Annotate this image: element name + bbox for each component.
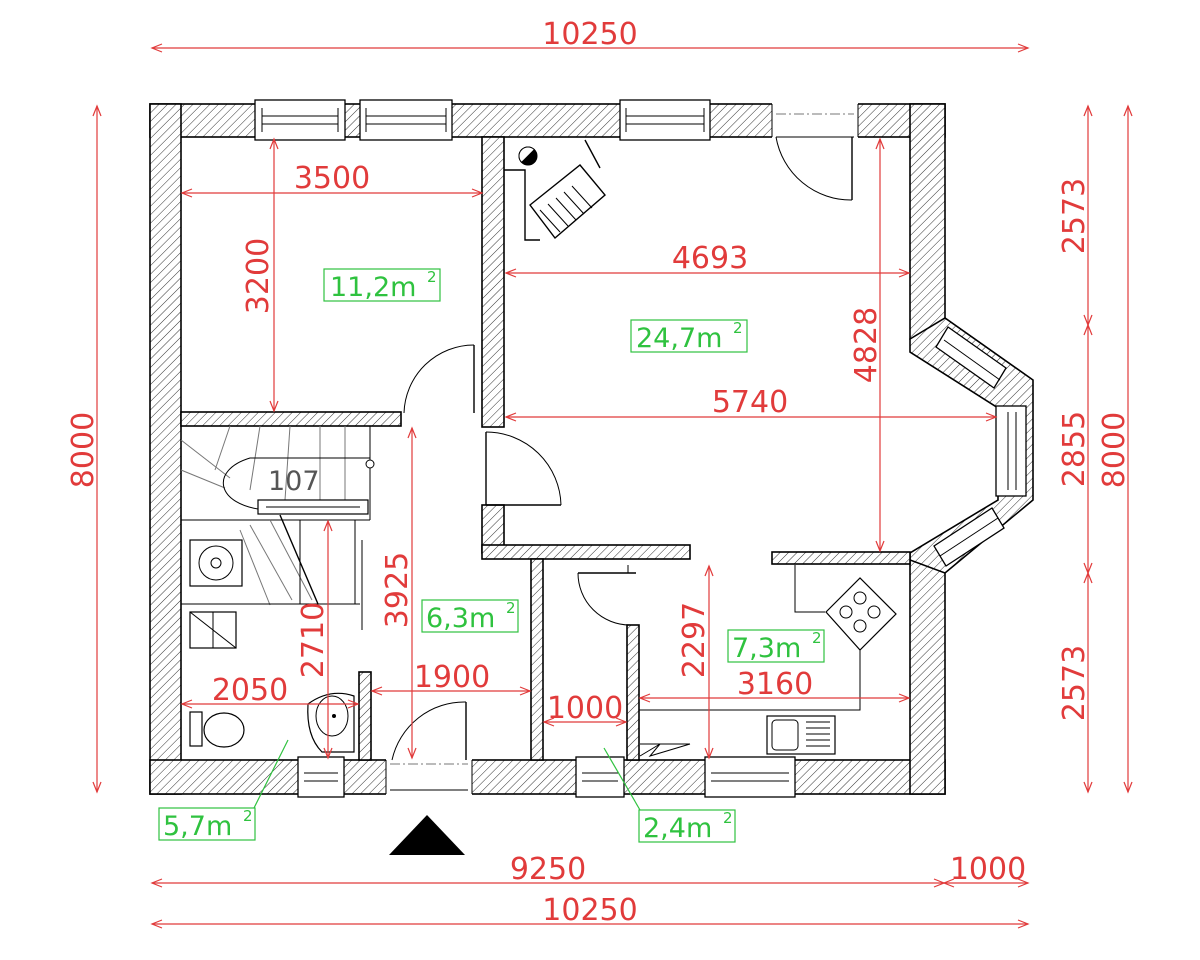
- dim-hall-length: 3925: [380, 552, 415, 628]
- wall-storage-kitchen: [626, 624, 640, 761]
- wall-living-south-right: [771, 551, 911, 565]
- dim-top-total: 10250: [542, 17, 637, 52]
- window-bay-bottom: [933, 507, 1005, 567]
- window-north-1: [254, 99, 346, 141]
- kitchen-sink: [766, 715, 836, 755]
- dim-right-middle: 2855: [1057, 411, 1092, 487]
- svg-text:2: 2: [243, 807, 253, 825]
- boiler: [189, 611, 237, 649]
- dim-kitchen-width: 3160: [737, 667, 813, 702]
- window-bay-top: [935, 326, 1007, 389]
- dim-storage-width: 1000: [547, 691, 623, 726]
- area-labels: 11,2m 2 24,7m 2 6,3m 2 7,3m 2 5,7m 2 2,4…: [158, 268, 825, 844]
- svg-text:5,7m: 5,7m: [163, 811, 232, 842]
- window-south-bath: [297, 756, 345, 798]
- washing-machine: [189, 539, 243, 587]
- svg-text:2: 2: [427, 268, 437, 286]
- walls: [149, 103, 1034, 795]
- dim-right-total: 8000: [1097, 412, 1132, 488]
- area-bath: 5,7m 2: [158, 739, 289, 842]
- dim-hall-width: 1900: [414, 660, 490, 695]
- wall-south: [149, 759, 946, 795]
- door-entrance: [385, 701, 473, 797]
- area-hall: 6,3m 2: [421, 599, 519, 634]
- dim-bottom-total: 10250: [542, 893, 637, 928]
- svg-text:6,3m: 6,3m: [426, 603, 495, 634]
- entrance-triangle-icon: [389, 815, 465, 855]
- dim-bottom-main: 9250: [510, 852, 586, 887]
- svg-text:2: 2: [812, 629, 822, 647]
- wall-nw-room-horizontal: [180, 411, 402, 427]
- staircase: [180, 425, 375, 630]
- wall-west: [149, 103, 182, 795]
- chimney-icon: [504, 139, 606, 241]
- wall-living-south-left: [481, 544, 691, 560]
- svg-text:11,2m: 11,2m: [330, 272, 416, 303]
- door-north: [771, 100, 859, 201]
- dim-left-total: 8000: [66, 412, 101, 488]
- door-living: [485, 431, 562, 506]
- svg-text:24,7m: 24,7m: [636, 323, 722, 354]
- svg-text:2: 2: [723, 809, 733, 827]
- dim-living-width-lower: 5740: [712, 385, 788, 420]
- dim-room-nw-depth: 3200: [241, 238, 276, 314]
- washbasin: [307, 692, 355, 753]
- dim-right-bottom: 2573: [1057, 645, 1092, 721]
- window-south-storage: [575, 756, 625, 798]
- svg-text:2: 2: [733, 319, 743, 337]
- svg-text:7,3m: 7,3m: [732, 633, 801, 664]
- toilet: [189, 711, 245, 748]
- dim-kitchen-depth: 2297: [677, 602, 712, 678]
- window-bay-middle: [995, 405, 1027, 497]
- area-storage: 2,4m 2: [603, 747, 736, 844]
- wall-east-lower: [909, 559, 946, 795]
- dim-room-nw-width: 3500: [294, 161, 370, 196]
- wall-bath-hall: [358, 671, 372, 761]
- area-living: 24,7m 2: [630, 319, 748, 354]
- dim-right-top: 2573: [1057, 178, 1092, 254]
- door-nw-room: [403, 344, 475, 414]
- window-south-kitchen: [704, 756, 796, 798]
- area-room-nw: 11,2m 2: [323, 268, 441, 303]
- window-north-2: [359, 99, 453, 141]
- dim-bath-width: 2050: [212, 673, 288, 708]
- fixtures: [180, 139, 897, 757]
- dim-living-width-upper: 4693: [672, 241, 748, 276]
- dim-bottom-bay: 1000: [950, 852, 1026, 887]
- dim-bath-length: 2710: [296, 602, 331, 678]
- area-kitchen: 7,3m 2: [727, 629, 825, 664]
- window-north-3: [619, 99, 711, 141]
- dim-living-depth: 4828: [849, 307, 884, 383]
- cellar-stair: [639, 743, 691, 757]
- wall-nw-room-vertical: [481, 136, 505, 428]
- svg-text:2: 2: [506, 599, 516, 617]
- door-storage: [577, 565, 636, 626]
- dimension-lines: [92, 43, 1133, 929]
- dimension-labels: 10250 9250 1000 10250 8000 2573 2855 257…: [66, 17, 1132, 928]
- openings: [254, 99, 1027, 798]
- wall-hall-east: [530, 558, 544, 761]
- wall-east-upper: [909, 103, 946, 340]
- stair-number-label: 107: [268, 466, 320, 497]
- svg-text:2,4m: 2,4m: [643, 813, 712, 844]
